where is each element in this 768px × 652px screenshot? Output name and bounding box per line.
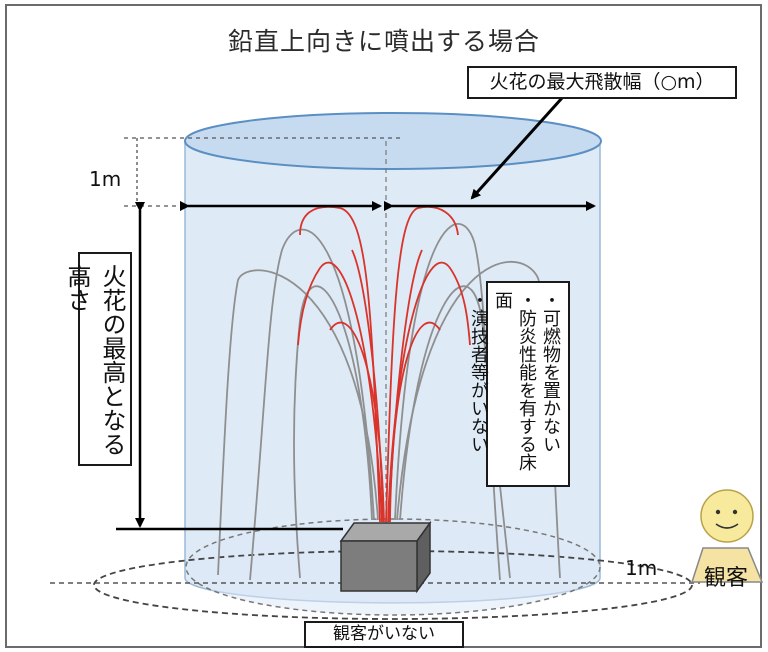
conditions-box: ・可燃物を置かない ・防炎性能を有する床面 ・演技者等がいない: [468, 281, 570, 487]
dimension-lines: [116, 137, 596, 531]
condition-item: ・防炎性能を有する床面: [492, 291, 537, 471]
audience-label: 観客: [703, 566, 748, 591]
no-audience-label: 観客がいない: [304, 621, 464, 648]
condition-item: ・演技者等がいない: [468, 291, 489, 453]
fountain-device-icon: [339, 520, 432, 594]
arrow-icon: [470, 96, 564, 200]
max-spread-width-label: 火花の最大飛散幅（○m）: [467, 66, 737, 99]
diagram-title: 鉛直上向きに噴出する場合: [227, 27, 540, 56]
side-margin-label: 1m: [625, 556, 658, 580]
safety-cylinder: [184, 112, 602, 604]
condition-item: ・可燃物を置かない: [540, 291, 561, 453]
top-margin-label: 1m: [89, 167, 122, 191]
red-spark-trails: [297, 206, 471, 523]
smiley-face-icon: [690, 489, 764, 583]
max-height-label: 火花の最高となる高さ: [63, 252, 132, 466]
